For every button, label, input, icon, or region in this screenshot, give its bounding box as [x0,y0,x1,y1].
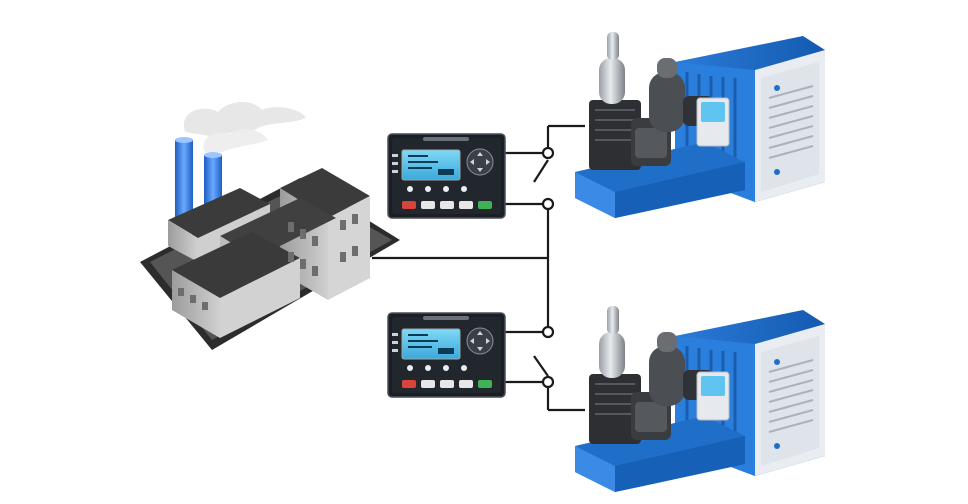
bus-node-2 [541,325,555,339]
controller-icon [387,133,506,219]
wiring [372,124,585,412]
generator-icon [575,306,825,492]
bus-node-1 [541,197,555,211]
generator-icon [575,32,825,218]
factory-icon [140,101,400,350]
breaker-2-contact [541,375,555,389]
breaker-2-blade [533,355,549,377]
controller-icon [387,312,506,398]
breaker-1-blade [533,159,549,183]
breaker-1-contact-top [541,146,555,160]
